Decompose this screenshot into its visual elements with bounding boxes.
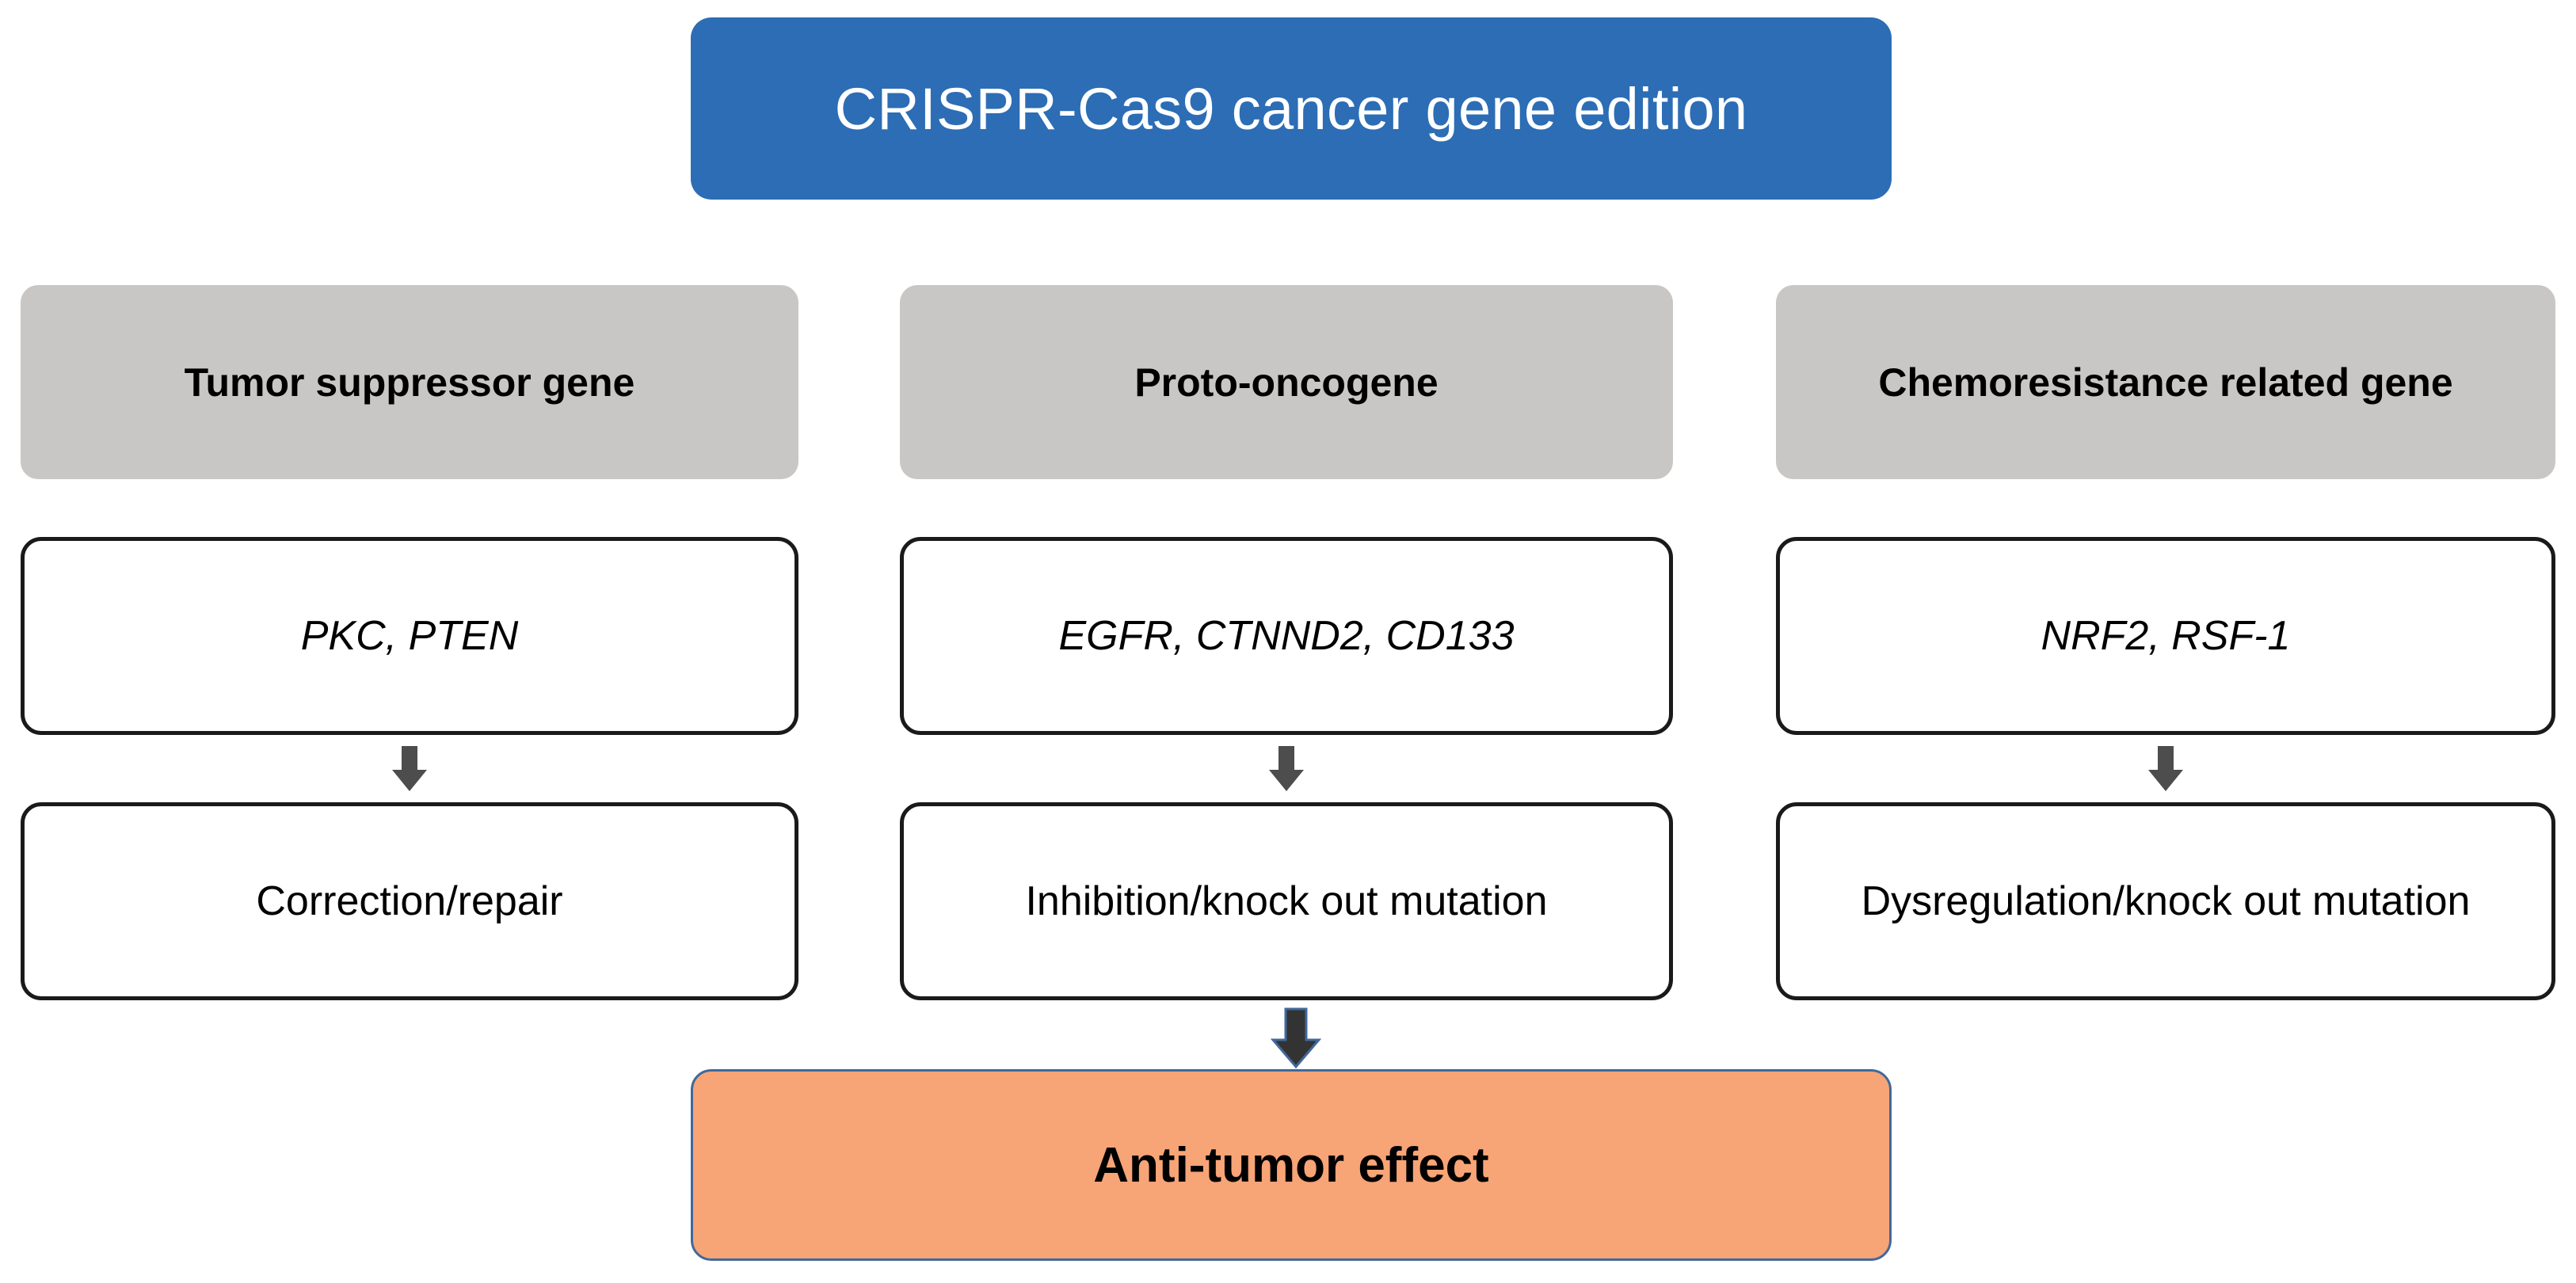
title-box: CRISPR-Cas9 cancer gene edition [691,17,1892,200]
column-tumor-suppressor-gene: Tumor suppressor gene PKC, PTEN Correcti… [21,0,798,1283]
outcome-label: Anti-tumor effect [1093,1137,1489,1193]
category-box: Chemoresistance related gene [1776,285,2555,479]
column-chemoresistance-related-gene: Chemoresistance related gene NRF2, RSF-1… [1776,0,2555,1283]
down-arrow-to-outcome-icon [1271,1007,1321,1069]
gene-label: NRF2, RSF-1 [2041,613,2291,659]
category-label: Tumor suppressor gene [184,360,635,405]
category-box: Tumor suppressor gene [21,285,798,479]
outcome-box: Anti-tumor effect [691,1069,1892,1261]
action-label: Inhibition/knock out mutation [1025,878,1548,924]
category-label: Proto-oncogene [1134,360,1439,405]
down-arrow-icon [2147,746,2184,792]
down-arrow-icon [1268,746,1305,792]
gene-box: EGFR, CTNND2, CD133 [900,537,1673,735]
down-arrow-icon [391,746,428,792]
gene-box: PKC, PTEN [21,537,798,735]
column-proto-oncogene: Proto-oncogene EGFR, CTNND2, CD133 Inhib… [900,0,1673,1283]
action-box: Correction/repair [21,802,798,1000]
gene-label: PKC, PTEN [300,613,519,659]
action-box: Dysregulation/knock out mutation [1776,802,2555,1000]
gene-box: NRF2, RSF-1 [1776,537,2555,735]
action-label: Correction/repair [256,878,563,924]
action-label: Dysregulation/knock out mutation [1861,878,2471,924]
title-label: CRISPR-Cas9 cancer gene edition [834,75,1748,142]
category-box: Proto-oncogene [900,285,1673,479]
gene-label: EGFR, CTNND2, CD133 [1058,613,1515,659]
action-box: Inhibition/knock out mutation [900,802,1673,1000]
category-label: Chemoresistance related gene [1878,360,2453,405]
